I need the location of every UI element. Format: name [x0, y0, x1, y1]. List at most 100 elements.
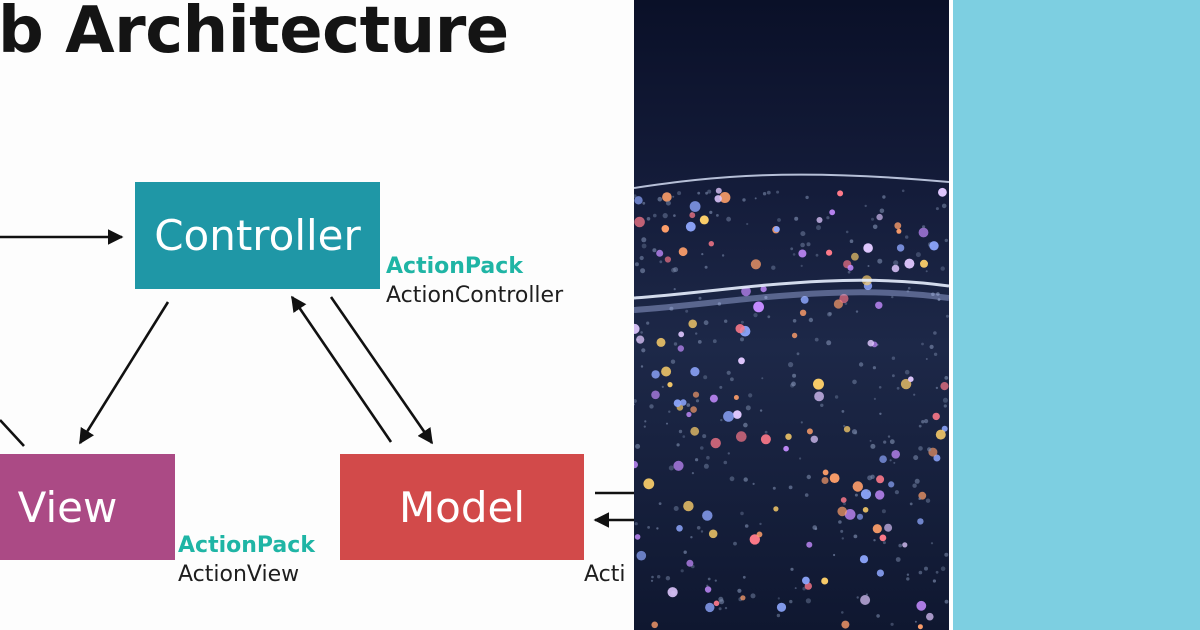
particle-dot [723, 411, 734, 422]
particle-dot [877, 258, 883, 264]
particle-dot [914, 620, 917, 623]
particle-dot [651, 370, 660, 379]
particle-dot [678, 247, 688, 257]
particle-dot [871, 217, 874, 221]
particle-dot [704, 586, 712, 593]
particle-dot [827, 312, 832, 317]
particle-dot [673, 214, 676, 217]
particle-dot [766, 190, 771, 195]
particle-dot [896, 228, 902, 234]
particle-dot [856, 513, 864, 520]
particle-dot [799, 309, 807, 316]
particle-dot [883, 440, 887, 444]
particle-dot [909, 502, 913, 506]
particle-dot [652, 248, 657, 253]
particle-dot [776, 190, 780, 194]
particle-dot [677, 345, 684, 352]
particle-dot [705, 191, 708, 195]
cyan-panel [953, 0, 1200, 630]
particle-dot [844, 302, 848, 305]
particle-dot [841, 410, 845, 413]
particle-dot [840, 529, 844, 533]
particle-dot [913, 393, 916, 396]
particle-dot [717, 302, 722, 306]
particle-dot [738, 357, 745, 365]
particle-dot [906, 289, 910, 293]
particle-dot [843, 424, 846, 428]
particle-dot [773, 506, 779, 512]
particle-dot [810, 435, 818, 443]
particle-dot [852, 379, 857, 385]
particle-dot [634, 460, 638, 469]
particle-dot [891, 450, 900, 459]
particle-dot [698, 296, 702, 300]
particle-dot [853, 534, 858, 539]
particle-dot [894, 222, 902, 230]
particle-dot [761, 377, 764, 380]
particle-dot [867, 265, 870, 267]
particle-dot [733, 410, 742, 419]
particle-dot [733, 541, 737, 546]
particle-dot [767, 315, 771, 319]
particle-dot [931, 292, 935, 297]
particle-dot [921, 342, 924, 346]
particle-dot [702, 510, 713, 521]
particle-dot [941, 203, 947, 209]
particle-dot [742, 198, 746, 202]
particle-dot [785, 433, 792, 440]
arrow-controller-to-view [78, 301, 170, 445]
particle-dot [858, 362, 864, 367]
particle-dot [894, 490, 899, 495]
particle-dot [872, 366, 876, 370]
particle-dot [837, 506, 847, 517]
particle-dot [709, 210, 713, 214]
particle-dot [661, 225, 670, 233]
particle-dot [636, 550, 647, 561]
particle-dot [804, 493, 809, 497]
particle-dot [800, 242, 805, 248]
particle-dot [904, 258, 915, 269]
particle-dot [860, 489, 872, 500]
particle-dot [715, 187, 722, 194]
particle-dot [634, 262, 639, 267]
particle-dot [673, 288, 676, 291]
particle-dot [821, 477, 829, 484]
particle-dot [760, 286, 767, 293]
particle-dot [852, 481, 863, 492]
particle-dot [895, 557, 901, 562]
controller-pack-name: ActionPack [386, 254, 523, 279]
particle-dot [935, 386, 939, 390]
particle-dot [933, 352, 938, 356]
particle-dot [854, 431, 858, 435]
view-node-label: View [17, 482, 118, 532]
particle-dot [938, 187, 947, 197]
particle-dot [837, 190, 844, 197]
particle-dot [925, 358, 928, 360]
view-pack-name: ActionPack [178, 533, 315, 558]
particle-dot [745, 405, 751, 411]
particle-dot [718, 607, 722, 611]
particle-dot [844, 509, 856, 520]
particle-dot [847, 264, 854, 271]
particle-dot [896, 244, 905, 252]
particle-dot [634, 323, 640, 334]
particle-dot [686, 559, 694, 567]
particle-dot [889, 459, 892, 462]
particle-dot [678, 331, 685, 338]
particle-dot [762, 192, 767, 196]
particle-dot [816, 225, 821, 231]
particle-dot [690, 426, 700, 436]
panel-divider [949, 0, 953, 630]
particle-dot [838, 520, 842, 524]
particle-dot [699, 215, 709, 225]
controller-component-label: ActionPack ActionController [386, 252, 563, 310]
particle-dot [896, 386, 900, 390]
particle-dot [887, 435, 891, 438]
particle-dot [808, 317, 814, 323]
particle-dot [840, 497, 847, 503]
particle-dot [673, 399, 682, 408]
particle-dot [935, 429, 946, 440]
particle-dot [841, 620, 850, 629]
model-component-name: Acti [584, 562, 626, 587]
particle-dot [790, 247, 794, 251]
